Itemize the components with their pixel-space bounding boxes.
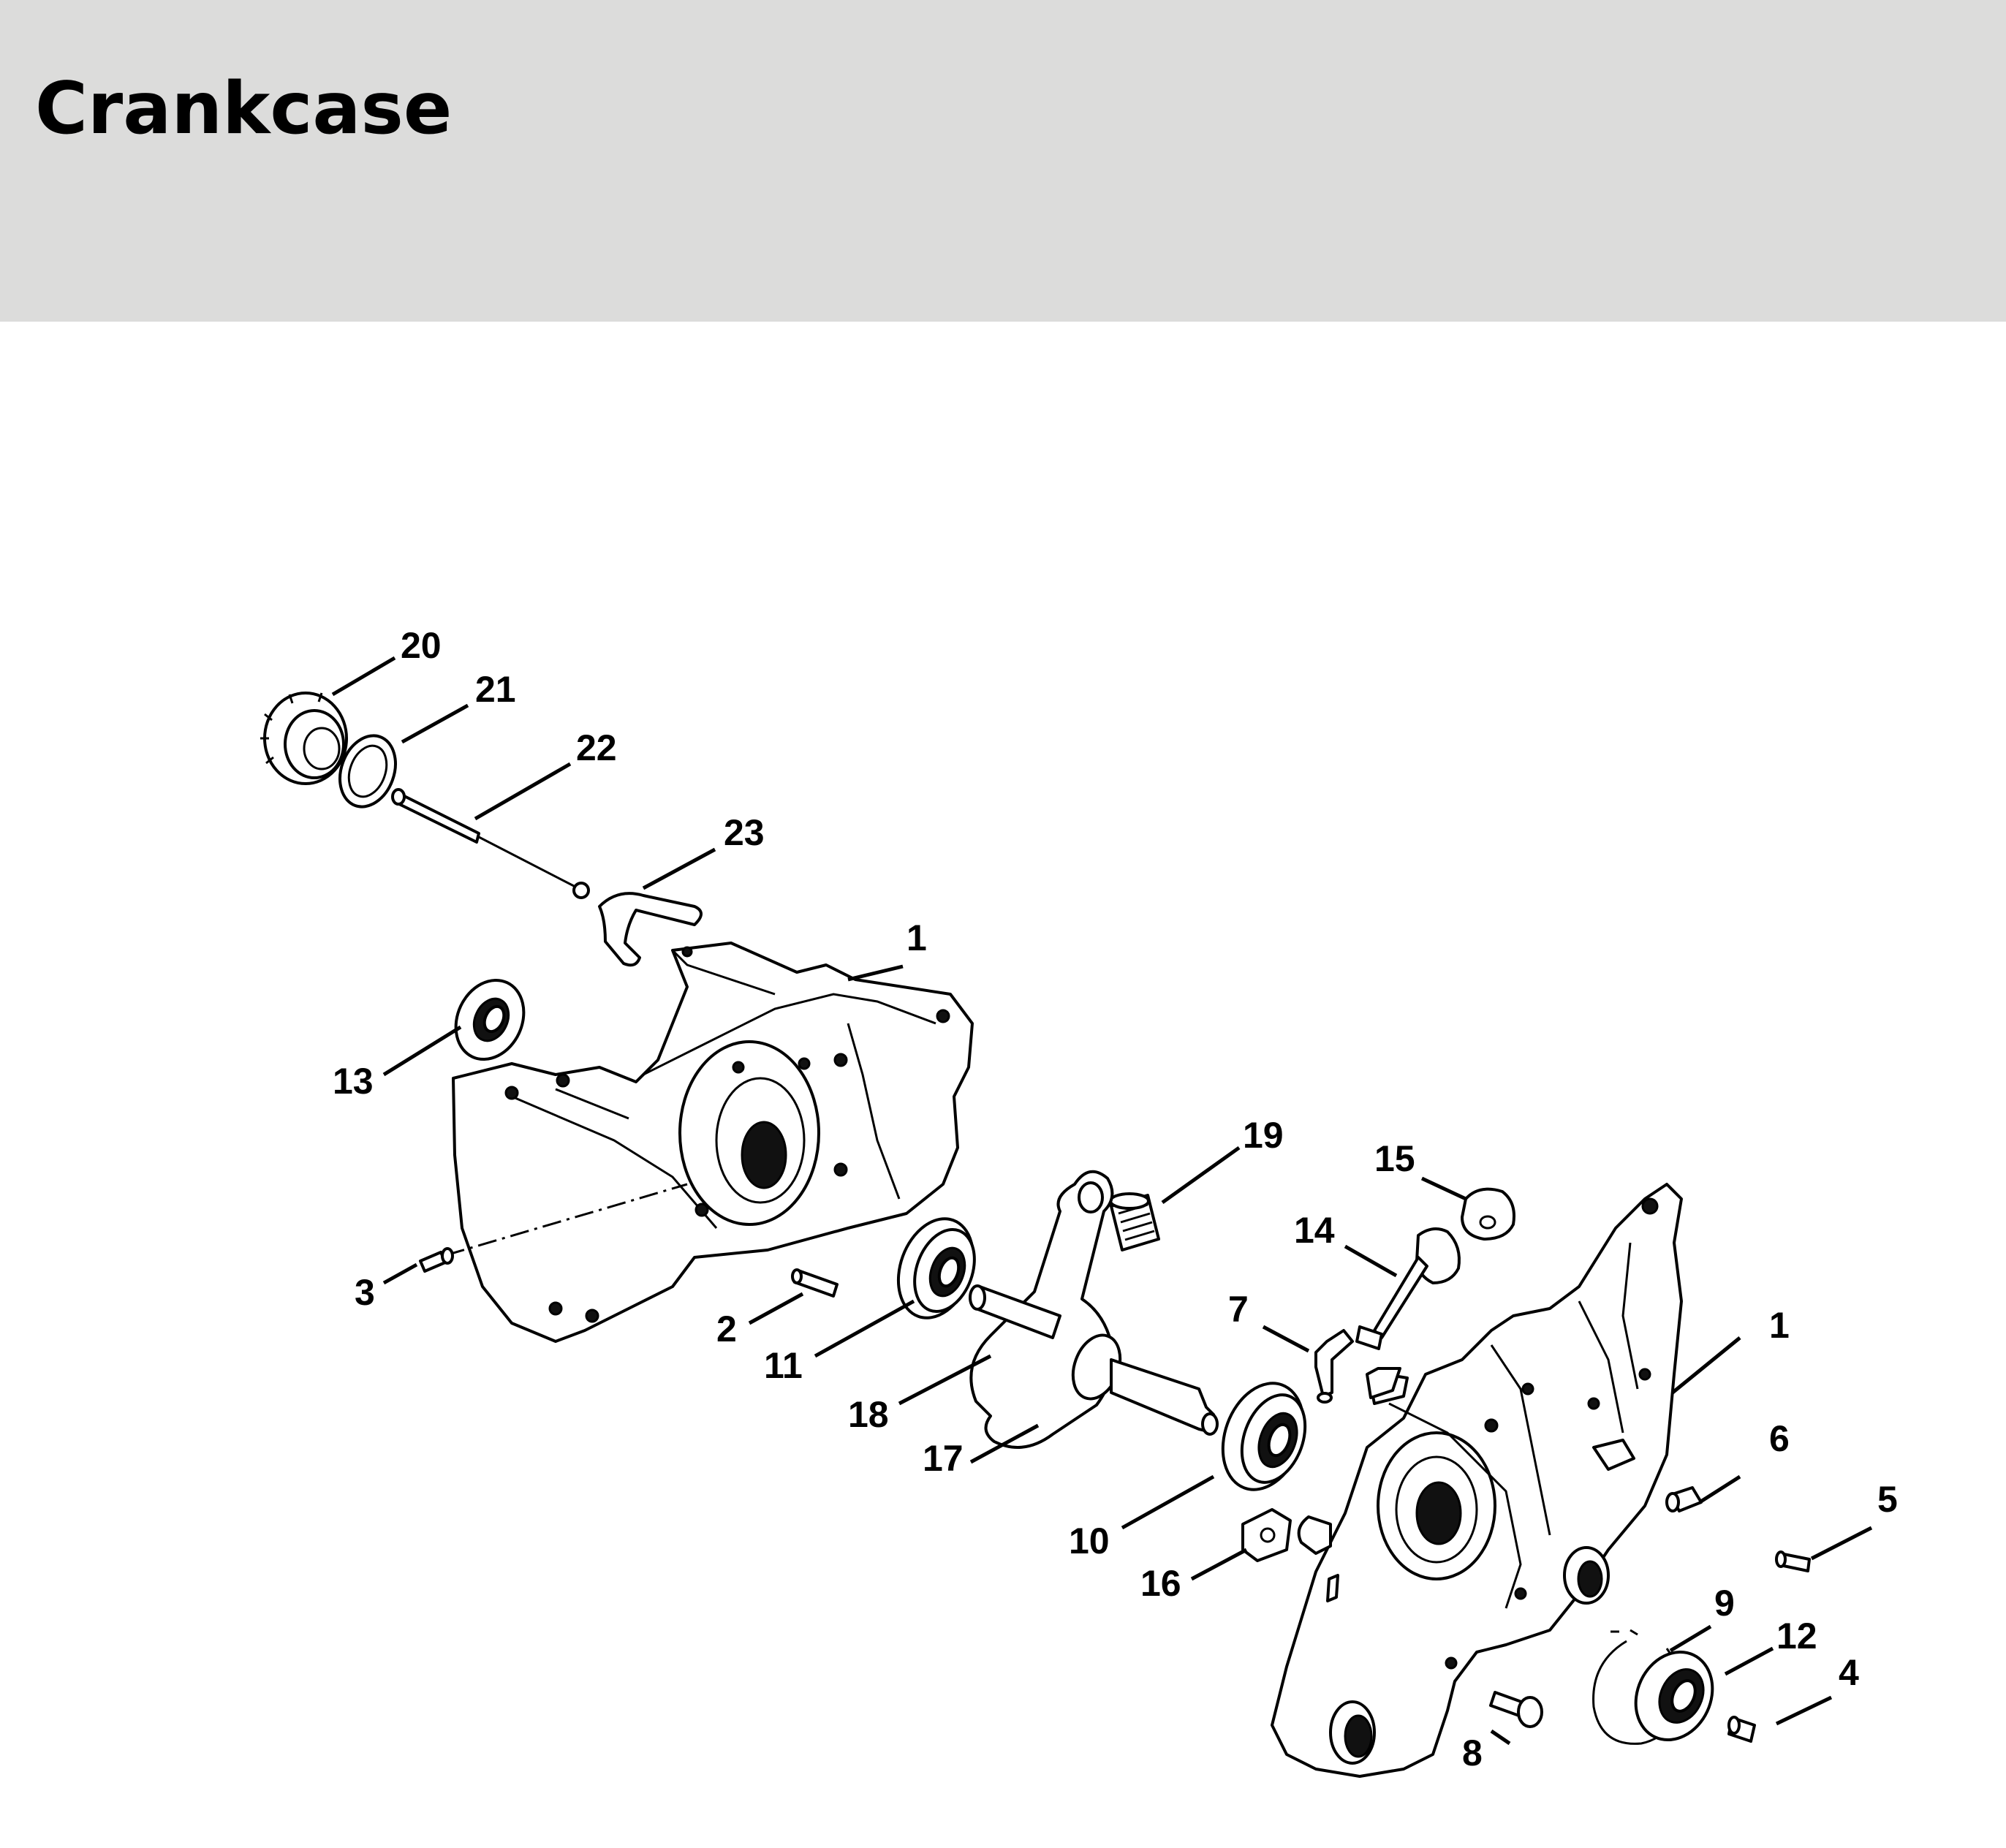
part-15-cap <box>1461 1187 1515 1241</box>
callout-label-16: 16 <box>1140 1563 1181 1604</box>
part-4-stud <box>1727 1716 1756 1743</box>
part-2-pin <box>791 1268 839 1298</box>
part-21-washer <box>338 734 397 808</box>
part-17-crankshaft <box>969 1170 1219 1449</box>
callout-label-21: 21 <box>475 669 516 710</box>
callout-label-9: 9 <box>1714 1583 1735 1624</box>
part-22-rod <box>391 788 590 899</box>
part-14-tube <box>1355 1227 1461 1350</box>
callout-label-20: 20 <box>401 625 442 666</box>
callout-label-13: 13 <box>333 1061 374 1102</box>
callout-label-19: 19 <box>1243 1115 1284 1156</box>
callout-label-23: 23 <box>724 812 765 853</box>
callout-label-11: 11 <box>764 1345 803 1386</box>
header-band: Crankcase <box>0 0 2006 322</box>
callout-label-18: 18 <box>848 1394 889 1435</box>
callout-labels: 20 21 22 23 1 13 19 15 14 3 7 1 2 11 18 … <box>333 625 1898 1773</box>
part-3-screw <box>419 1247 454 1273</box>
callout-label-8: 8 <box>1462 1732 1483 1773</box>
callout-label-22: 22 <box>576 727 617 768</box>
callout-label-6: 6 <box>1769 1418 1790 1459</box>
callout-label-14: 14 <box>1294 1210 1335 1251</box>
callout-label-10: 10 <box>1069 1521 1110 1561</box>
part-16-bracket <box>1241 1508 1292 1562</box>
part-13-seal <box>454 978 526 1061</box>
callout-label-5: 5 <box>1877 1479 1898 1520</box>
part-6-sleeve <box>1665 1486 1703 1512</box>
part-12-seal <box>1634 1650 1714 1742</box>
callout-label-1-left: 1 <box>907 917 927 958</box>
callout-label-2: 2 <box>716 1309 737 1349</box>
callout-label-17: 17 <box>923 1438 964 1479</box>
part-7-elbow-hose <box>1314 1329 1354 1404</box>
callout-label-1-right: 1 <box>1769 1305 1790 1346</box>
part-11-bearing <box>896 1217 976 1319</box>
callout-label-15: 15 <box>1374 1138 1415 1179</box>
callout-label-12: 12 <box>1776 1616 1817 1656</box>
callout-label-3: 3 <box>355 1272 375 1313</box>
part-5-stud <box>1775 1550 1811 1572</box>
part-19-needle-cage <box>1109 1192 1160 1251</box>
part-8-screw <box>1489 1691 1543 1728</box>
part-20-nut <box>260 692 348 785</box>
page-title: Crankcase <box>35 67 453 151</box>
part-1-crankcase-left <box>445 942 974 1343</box>
leader-lines <box>331 656 1873 1746</box>
part-1-crankcase-right <box>1271 1183 1683 1778</box>
callout-label-7: 7 <box>1228 1289 1249 1330</box>
part-10-bearing <box>1221 1382 1307 1491</box>
callout-label-4: 4 <box>1839 1652 1859 1693</box>
part-23-bracket <box>598 892 703 967</box>
